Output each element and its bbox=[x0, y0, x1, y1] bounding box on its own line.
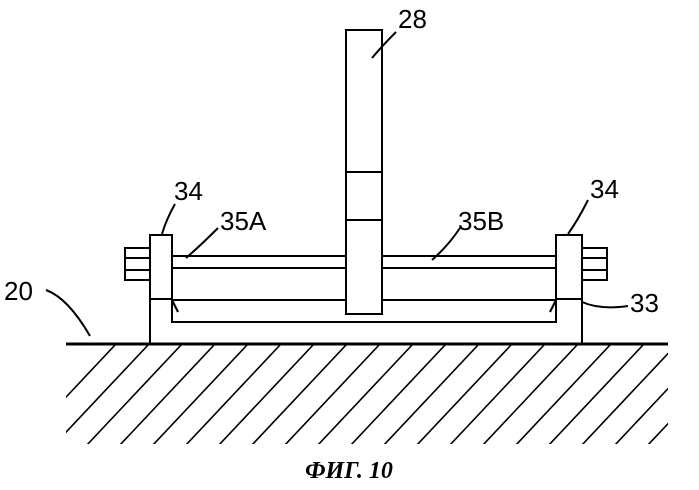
label-28: 28 bbox=[398, 4, 427, 34]
leader-34-right bbox=[568, 200, 588, 234]
hatch-line bbox=[647, 344, 699, 446]
label-34-left: 34 bbox=[174, 176, 203, 206]
right-rod bbox=[382, 256, 556, 268]
right-bolt bbox=[582, 248, 607, 280]
ground-hatching bbox=[20, 344, 699, 446]
label-20: 20 bbox=[4, 276, 33, 306]
label-35b: 35B bbox=[458, 206, 504, 236]
label-34-right: 34 bbox=[590, 174, 619, 204]
figure-caption: ФИГ. 10 bbox=[305, 458, 393, 484]
leader-20 bbox=[46, 290, 90, 336]
left-bolt bbox=[125, 248, 150, 280]
label-35a: 35A bbox=[220, 206, 267, 236]
leader-34-left bbox=[162, 204, 175, 234]
label-33: 33 bbox=[630, 288, 659, 318]
hatch-line bbox=[614, 344, 699, 446]
leader-35a bbox=[186, 228, 218, 258]
hatch-line bbox=[680, 344, 699, 446]
left-bracket bbox=[150, 235, 172, 299]
leader-33 bbox=[582, 302, 628, 307]
right-bracket bbox=[556, 235, 582, 299]
left-rod bbox=[172, 256, 346, 268]
